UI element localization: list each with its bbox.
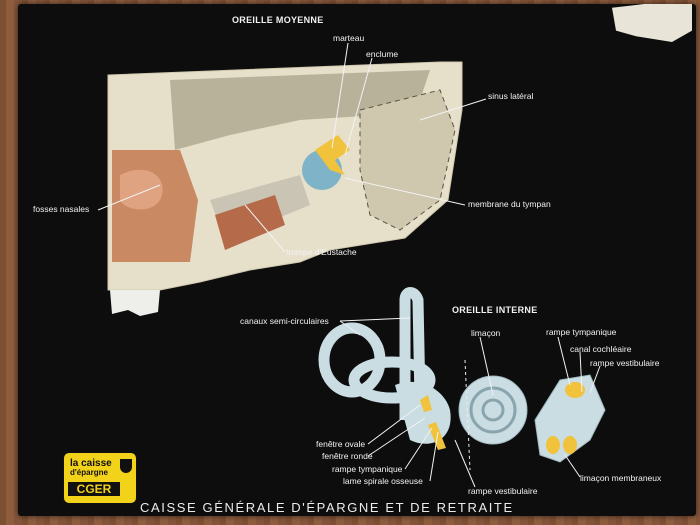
label-fosses-nasales: fosses nasales [33, 204, 90, 214]
label-canal-cochleaire: canal cochléaire [570, 344, 632, 354]
label-membrane-tympan: membrane du tympan [468, 199, 551, 209]
nasal-turbinate [120, 169, 163, 210]
label-sinus-lateral: sinus latéral [488, 91, 534, 101]
label-trompe-eustache: trompe d'Eustache [286, 247, 357, 257]
label-canaux: canaux semi-circulaires [240, 316, 329, 326]
label-fenetre-ovale: fenêtre ovale [316, 439, 366, 449]
cger-logo: la caisse d'épargne CGER [63, 452, 137, 504]
label-rampe-tympanique-top: rampe tympanique [546, 327, 617, 337]
label-rampe-tympanique: rampe tympanique [332, 464, 403, 474]
oval-window [420, 395, 432, 412]
label-limacon-membraneux: limaçon membraneux [580, 473, 662, 483]
label-enclume: enclume [366, 49, 399, 59]
logo-brand: CGER [68, 482, 120, 496]
footer-title: CAISSE GÉNÉRALE D'ÉPARGNE ET DE RETRAITE [140, 500, 514, 515]
vestibule [395, 381, 451, 444]
logo-line2: d'épargne [70, 468, 108, 477]
ossicles [315, 135, 350, 175]
logo-line1: la caisse [70, 458, 112, 469]
label-rampe-vestibulaire-top: rampe vestibulaire [590, 358, 660, 368]
cochlea [458, 375, 528, 445]
label-fenetre-ronde: fenêtre ronde [322, 451, 373, 461]
label-rampe-vestibulaire: rampe vestibulaire [468, 486, 538, 496]
outer-ear-canal [170, 70, 430, 150]
label-limacon: limaçon [471, 328, 501, 338]
label-lame-spirale: lame spirale osseuse [343, 476, 423, 486]
inner-ear-title: OREILLE INTERNE [452, 305, 538, 315]
crest-icon [120, 459, 132, 473]
middle-ear-title: OREILLE MOYENNE [232, 15, 324, 25]
nasal-cavity [112, 150, 198, 262]
label-marteau: marteau [333, 33, 365, 43]
eustachian-muscle [215, 195, 285, 250]
semicircular-canals [318, 287, 436, 420]
teeth [110, 290, 160, 316]
mastoid-cells [359, 89, 456, 231]
